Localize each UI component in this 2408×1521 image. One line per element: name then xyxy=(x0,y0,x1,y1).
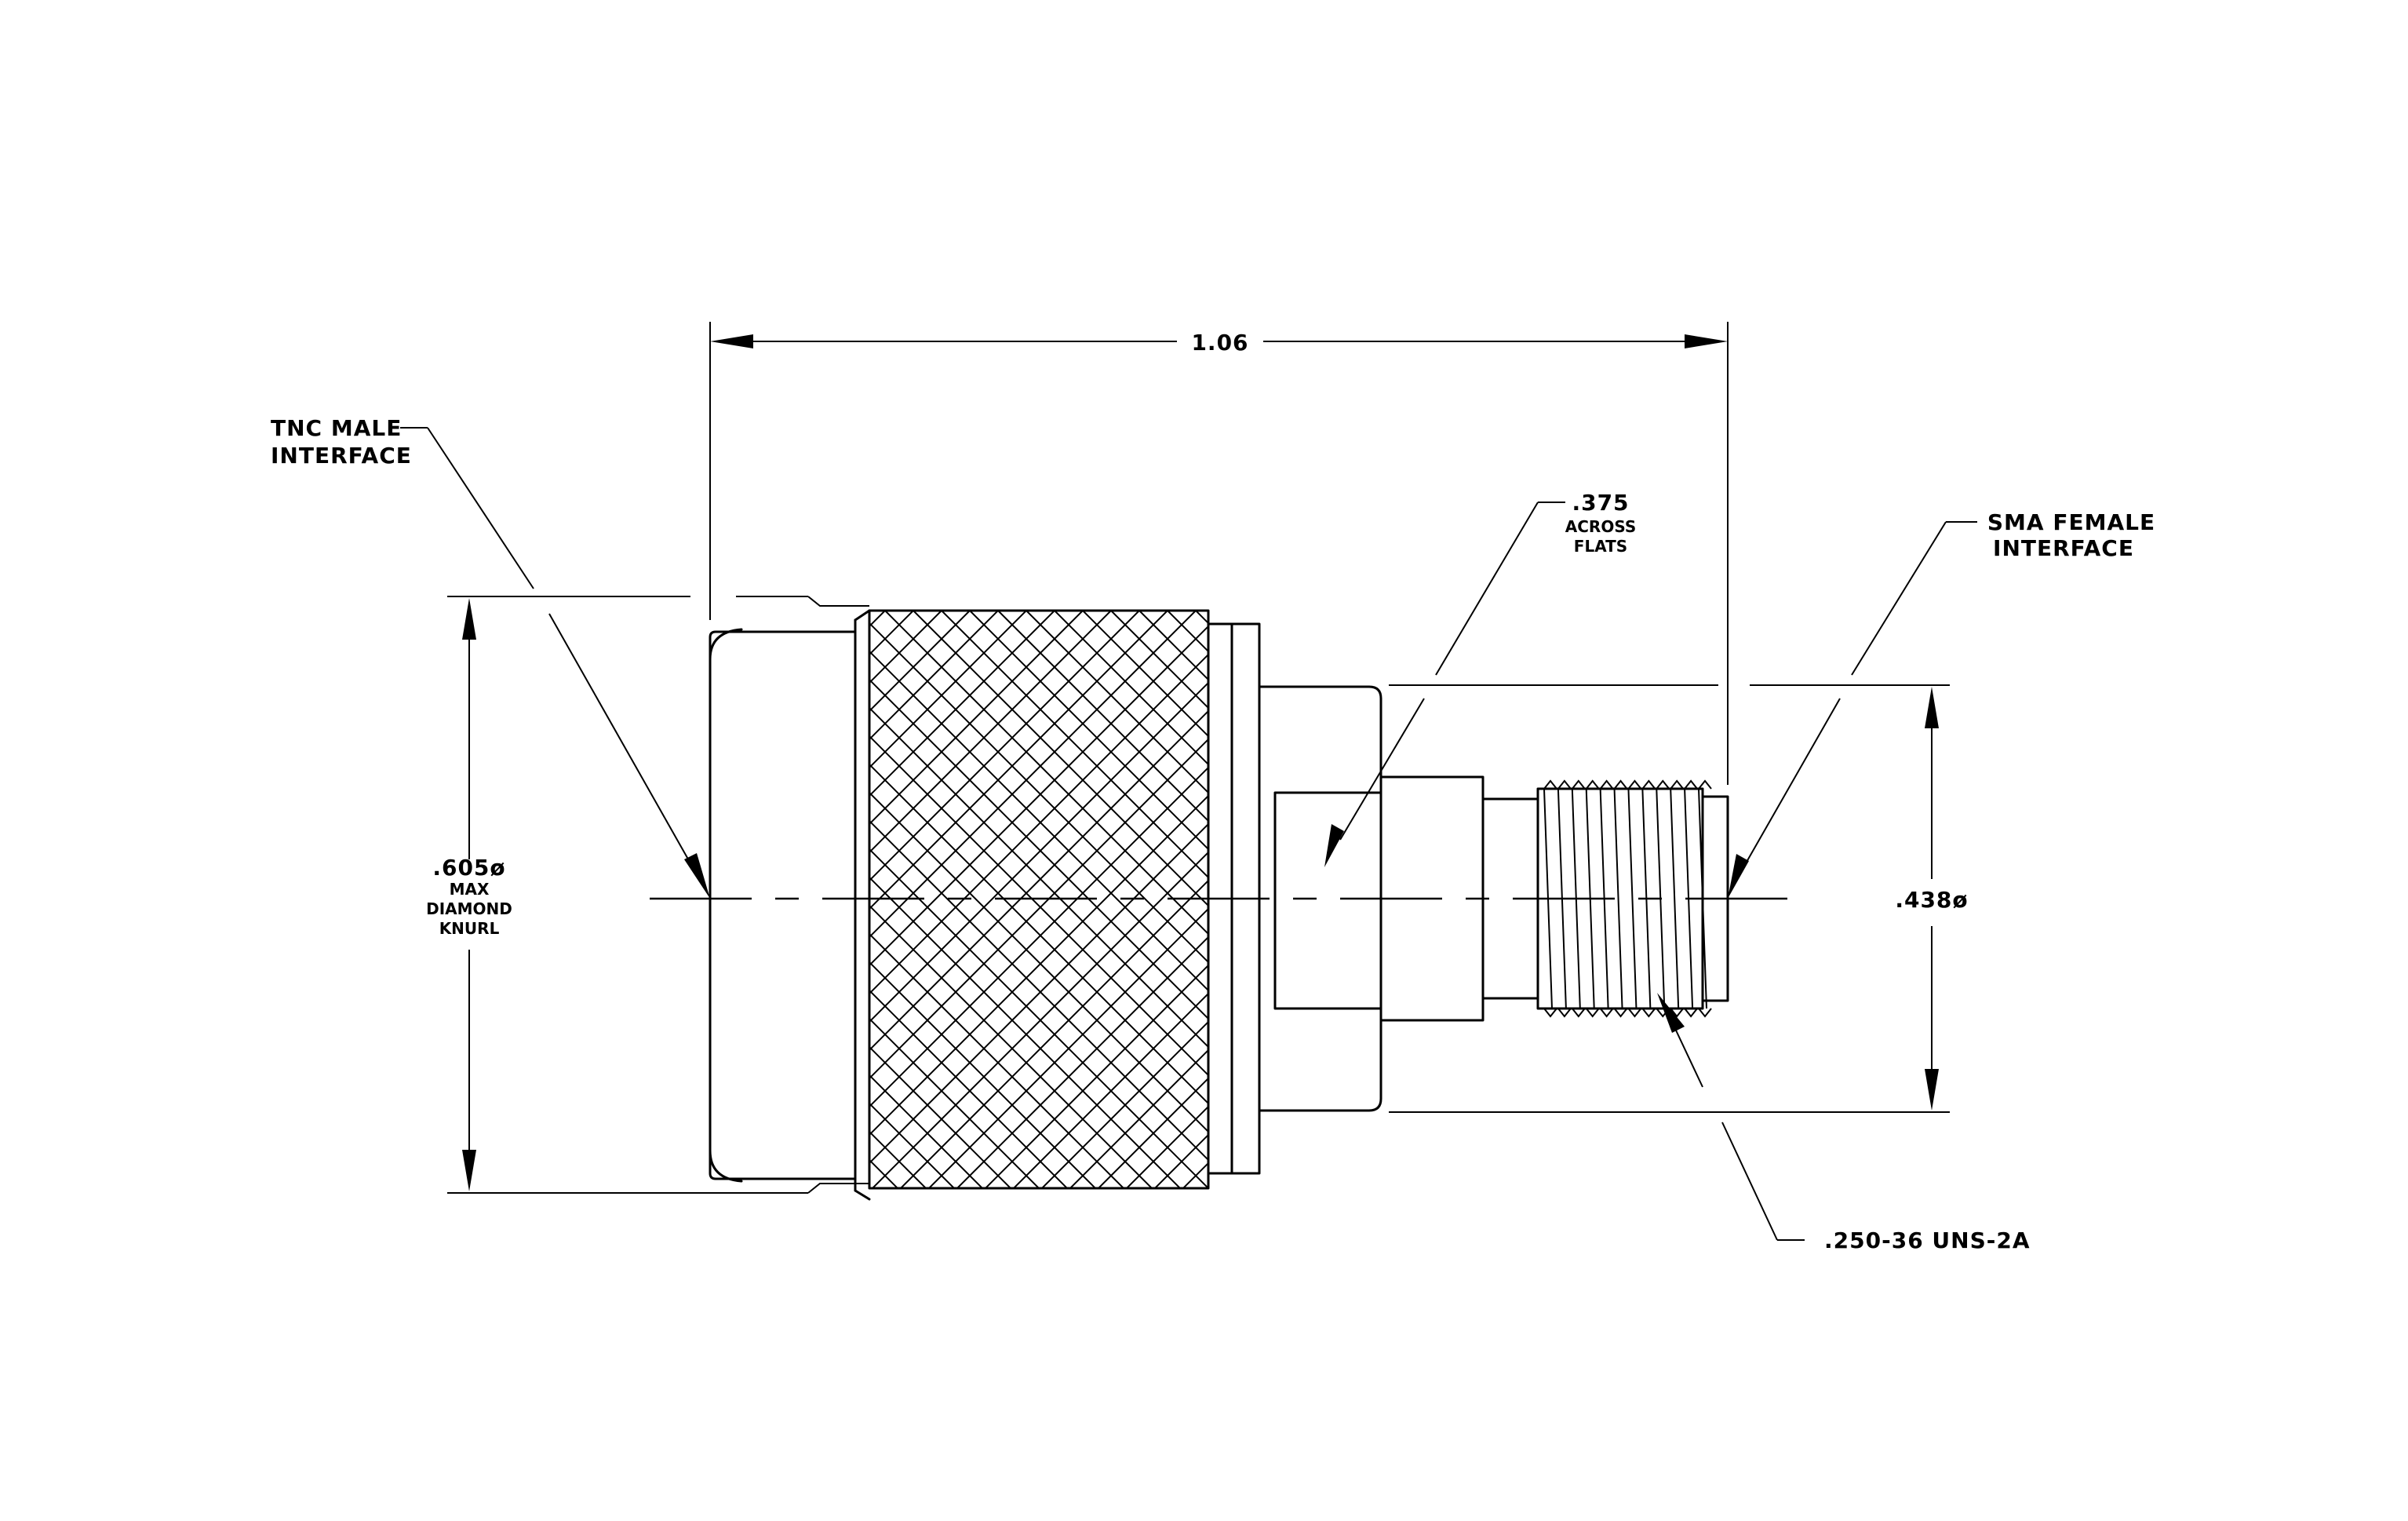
knurl-hatch-line xyxy=(869,1158,898,1188)
knurl-note-diamond: DIAMOND xyxy=(426,899,512,918)
knurl-hatch-line xyxy=(869,791,1208,1133)
knurl-hatch-line xyxy=(0,611,320,1188)
knurl-hatch-line xyxy=(869,681,1208,1023)
knurl-hatch-line xyxy=(1591,611,2169,1188)
thread-line xyxy=(1670,779,1684,1018)
knurl-hatch-line xyxy=(0,611,348,1188)
tnc-coupling-body xyxy=(709,609,871,1201)
knurl-hatch-line xyxy=(969,611,1208,851)
knurl-hatch-line xyxy=(869,611,1027,769)
knurl-hatch-line xyxy=(869,961,1096,1188)
knurl-hatch-line xyxy=(1082,611,1208,738)
knurl-hatch-line xyxy=(869,989,1068,1188)
knurl-hatch-line xyxy=(869,611,999,741)
knurl-note-knurl: KNURL xyxy=(439,919,500,938)
knurl-hatch-line xyxy=(869,1074,983,1188)
hex-size-label: .375 xyxy=(1572,490,1629,516)
sma-callout-line1: SMA FEMALE xyxy=(1987,509,2155,535)
knurl-hatch-line xyxy=(956,936,1208,1188)
tnc-callout-leader xyxy=(400,427,710,899)
knurl-hatch-line xyxy=(1704,611,2282,1188)
knurl-hatch-line xyxy=(1732,611,2310,1188)
knurl-hatch-line xyxy=(941,611,1208,879)
knurl-hatch-line xyxy=(25,611,603,1188)
knurl-note-max: MAX xyxy=(450,880,490,899)
knurl-hatch-line xyxy=(997,611,1208,823)
knurl-hatch-line xyxy=(869,611,1140,882)
sma-threads xyxy=(1536,779,1729,1018)
knurl-hatch-line xyxy=(82,611,659,1188)
thread-line xyxy=(1613,779,1628,1018)
knurl-hatch-line xyxy=(1054,611,1208,766)
knurl-hatch-line xyxy=(869,625,1208,967)
knurl-hatch-line xyxy=(869,1045,1011,1188)
knurl-hatch-line xyxy=(869,611,971,713)
knurl-hatch-line xyxy=(985,964,1208,1188)
knurl-hatch-line xyxy=(1041,1020,1208,1188)
knurl-hatch-line xyxy=(928,907,1208,1188)
sma-callout-leader xyxy=(1728,521,1977,899)
overall-length-label: 1.06 xyxy=(1191,330,1248,356)
knurl-hatch-line xyxy=(53,611,631,1188)
knurl-hatch-line xyxy=(869,1017,1040,1188)
knurl-hatch-line xyxy=(1025,611,1208,794)
knurl-diameter-dimension xyxy=(447,596,869,1194)
knurl-hatch-line xyxy=(869,904,1153,1188)
knurl-hatch-line xyxy=(279,611,857,1188)
knurl-hatch-line xyxy=(869,611,1112,854)
overall-length-dimension xyxy=(709,322,1729,785)
knurl-hatch-line xyxy=(0,611,292,1188)
thread-spec-label: .250-36 UNS-2A xyxy=(1824,1227,2031,1253)
knurl-hatch-line xyxy=(869,650,1208,992)
thread-callout-leader xyxy=(1657,993,1805,1241)
knurl-hatch-line xyxy=(869,622,1208,964)
body-diameter-label: .438ø xyxy=(1895,887,1968,913)
hex-note-across: ACROSS xyxy=(1565,517,1636,536)
body-diameter-dimension xyxy=(1389,684,1950,1113)
knurl-hatch-line xyxy=(0,611,405,1188)
knurl-hatch-line xyxy=(1110,611,1208,709)
hex-note-flats: FLATS xyxy=(1574,537,1627,556)
thread-line xyxy=(1627,779,1642,1018)
hex-callout-leader xyxy=(1324,502,1565,867)
knurl-hatch-line xyxy=(869,611,1055,797)
knurl-hatch-line xyxy=(869,794,1208,1136)
knurl-hatch-line xyxy=(1761,611,2338,1188)
knurl-hatch-line xyxy=(0,611,490,1188)
knurl-hatch-line xyxy=(0,611,377,1188)
knurl-hatch-line xyxy=(869,932,1124,1188)
knurl-hatch-line xyxy=(869,611,1084,826)
tnc-callout-line2: INTERFACE xyxy=(271,443,412,469)
knurl-hatch-line xyxy=(1535,611,2112,1188)
knurl-hatch-line xyxy=(110,611,687,1188)
knurl-hatch-line xyxy=(1069,1049,1208,1188)
sma-callout-line2: INTERFACE xyxy=(1993,535,2134,561)
knurl-hatch-line xyxy=(872,851,1208,1188)
knurl-hatch-line xyxy=(1013,992,1208,1188)
tnc-callout-line1: TNC MALE xyxy=(271,415,402,441)
knurl-hatch-line xyxy=(1098,1077,1208,1188)
knurl-diameter-label: .605ø xyxy=(432,855,505,881)
knurl-hatch-line xyxy=(0,611,433,1188)
knurl-hatch-line xyxy=(0,611,461,1188)
